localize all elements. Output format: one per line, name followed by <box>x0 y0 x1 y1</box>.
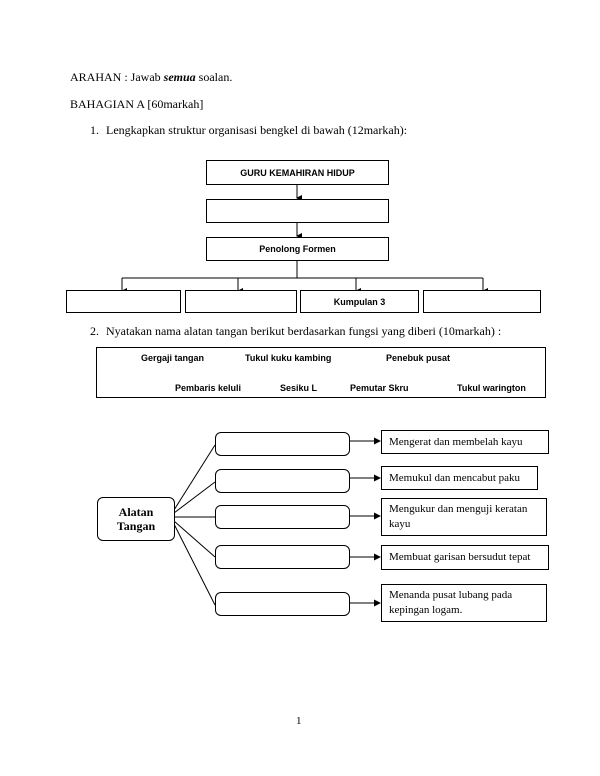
q2-number: 2. <box>90 324 99 338</box>
tool-answer-box-1[interactable] <box>215 432 350 456</box>
tool-answer-box-4[interactable] <box>215 545 350 569</box>
org-group-1-answer[interactable] <box>66 290 181 313</box>
tool-list-box <box>96 347 546 398</box>
tool-answer-box-2[interactable] <box>215 469 350 493</box>
tool-tukul-kuku-kambing: Tukul kuku kambing <box>245 353 332 363</box>
org-box-guru: GURU KEMAHIRAN HIDUP <box>206 160 389 185</box>
tool-gergaji-tangan: Gergaji tangan <box>141 353 205 363</box>
tool-pembaris-keluli: Pembaris keluli <box>175 383 242 393</box>
instruction-emphasis: semua <box>163 70 196 84</box>
page-number: 1 <box>296 715 302 727</box>
org-box-blank-answer[interactable] <box>206 199 389 223</box>
instruction-prefix: ARAHAN : Jawab <box>70 70 164 84</box>
tool-pemutar-skru: Pemutar Skru <box>350 383 409 393</box>
function-box-2: Memukul dan mencabut paku <box>381 466 538 490</box>
instruction-line: ARAHAN : Jawab semua soalan. <box>70 70 232 85</box>
org-group-3: Kumpulan 3 <box>300 290 419 313</box>
function-box-1: Mengerat dan membelah kayu <box>381 430 549 454</box>
tool-answer-box-5[interactable] <box>215 592 350 616</box>
function-box-4: Membuat garisan bersudut tepat <box>381 545 549 570</box>
function-box-5: Menanda pusat lubang pada kepingan logam… <box>381 584 547 622</box>
org-group-2-answer[interactable] <box>185 290 297 313</box>
tool-penebuk-pusat: Penebuk pusat <box>386 353 451 363</box>
tool-answer-box-3[interactable] <box>215 505 350 529</box>
q1-text: Lengkapkan struktur organisasi bengkel d… <box>106 123 408 137</box>
section-heading: BAHAGIAN A [60markah] <box>70 97 204 111</box>
tool-tukul-warington: Tukul warington <box>457 383 526 393</box>
q1-number: 1. <box>90 123 99 137</box>
function-box-3: Mengukur dan menguji keratan kayu <box>381 498 547 536</box>
org-box-penolong-formen: Penolong Formen <box>206 237 389 261</box>
q2-text: Nyatakan nama alatan tangan berikut berd… <box>106 324 502 338</box>
alatan-label: Alatan <box>118 504 154 519</box>
tangan-label: Tangan <box>116 519 156 533</box>
tool-sesiku-l: Sesiku L <box>280 383 318 393</box>
org-group-4-answer[interactable] <box>423 290 541 313</box>
alatan-tangan-node: Alatan Tangan <box>97 497 175 541</box>
instruction-suffix: soalan. <box>195 70 233 84</box>
